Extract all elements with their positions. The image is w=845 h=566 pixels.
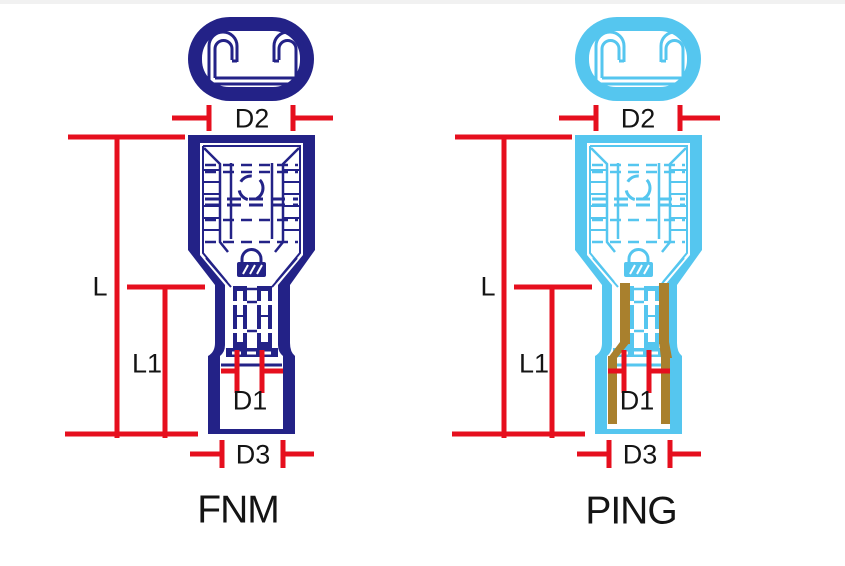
terminal-drawing-fnm: [186, 15, 317, 436]
ping-brown-crimp-core: [608, 283, 672, 424]
terminal-drawing-ping: [573, 15, 704, 436]
top-edge-strip: [0, 0, 845, 4]
